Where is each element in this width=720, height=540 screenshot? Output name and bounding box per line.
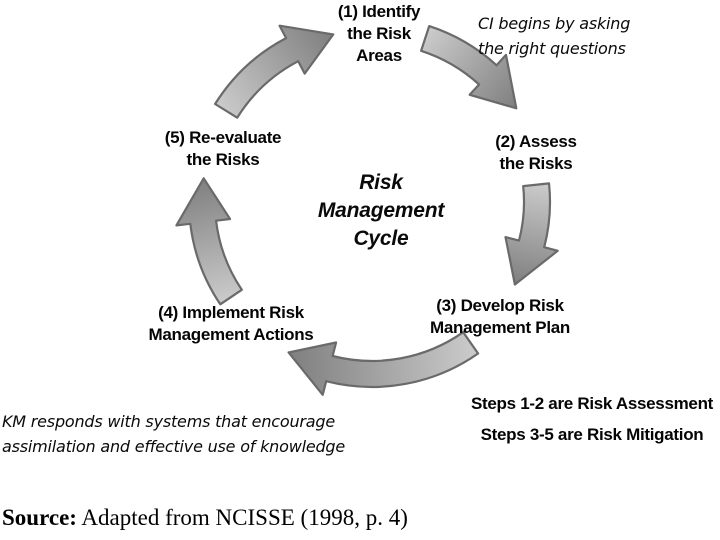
cycle-title: Risk Management Cycle [296, 169, 466, 253]
step-2-line-2: the Risks [499, 154, 573, 173]
step-1-line-3: Areas [356, 46, 402, 65]
arrow-step1-to-step2 [420, 25, 518, 110]
source-text: Adapted from NCISSE (1998, p. 4) [76, 505, 408, 530]
step-3-line-1: (3) Develop Risk [436, 296, 564, 315]
legend-line-1: Steps 1-2 are Risk Assessment [470, 394, 714, 413]
step-4-line-2: Management Actions [148, 325, 314, 344]
step-1-line-2: the Risk [347, 24, 411, 43]
step-4-label: (4) Implement Risk Management Actions [136, 302, 326, 346]
arrow-step4-to-step5 [175, 177, 243, 306]
source-citation: Source: Adapted from NCISSE (1998, p. 4) [2, 504, 502, 532]
km-annotation-line-1: KM responds with systems that encourage [2, 412, 335, 431]
step-5-label: (5) Re-evaluate the Risks [143, 127, 303, 171]
step-1-label: (1) Identify the Risk Areas [314, 1, 444, 67]
arrow-step2-to-step3 [504, 182, 559, 286]
step-3-line-2: Management Plan [429, 318, 571, 337]
step-2-label: (2) Assess the Risks [466, 131, 606, 175]
cycle-title-line-1: Risk [359, 171, 403, 194]
arrow-step3-to-step4 [287, 331, 480, 396]
km-annotation-line-2: assimilation and effective use of knowle… [2, 437, 346, 456]
legend-line-2: Steps 3-5 are Risk Mitigation [480, 425, 704, 444]
step-1-line-1: (1) Identify [337, 2, 421, 21]
step-4-line-1: (4) Implement Risk [158, 303, 304, 322]
step-3-label: (3) Develop Risk Management Plan [415, 295, 585, 339]
steps-legend: Steps 1-2 are Risk Assessment Steps 3-5 … [452, 388, 720, 450]
cycle-title-line-3: Cycle [353, 227, 409, 250]
step-2-line-1: (2) Assess [495, 132, 577, 151]
ci-annotation-line-1: CI begins by asking [478, 14, 631, 33]
km-annotation: KM responds with systems that encourage … [2, 409, 372, 459]
ci-annotation-line-2: the right questions [478, 39, 626, 58]
source-label: Source: [2, 505, 77, 530]
step-5-line-1: (5) Re-evaluate [164, 128, 282, 147]
step-5-line-2: the Risks [186, 150, 260, 169]
ci-annotation: CI begins by asking the right questions [478, 11, 668, 61]
cycle-title-line-2: Management [317, 199, 445, 222]
arrow-step5-to-step1 [214, 24, 335, 119]
